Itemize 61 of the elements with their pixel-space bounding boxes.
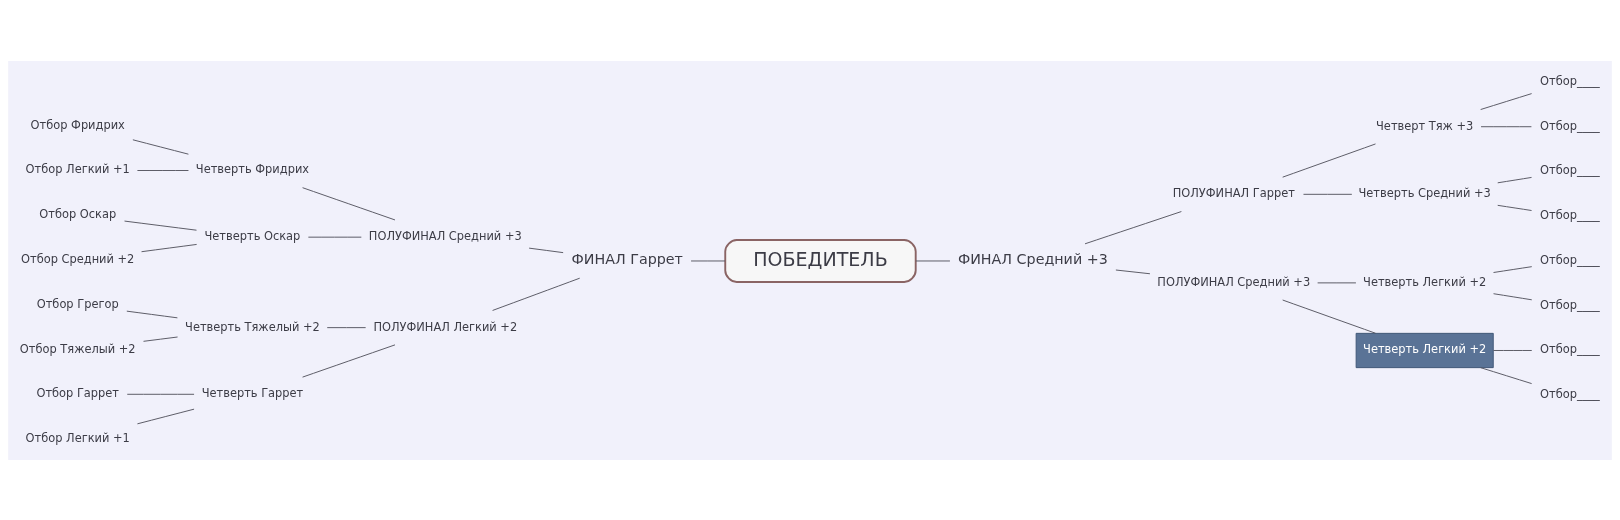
node-box: Четверть Легкий +2: [1355, 332, 1494, 368]
node-text: ФИНАЛ Гаррет: [571, 250, 683, 267]
node-text: Отбор____: [1540, 162, 1600, 177]
connector: [1084, 210, 1182, 244]
node-text: Четверть Оскар: [204, 228, 301, 243]
connector: [1282, 299, 1376, 334]
connector: [307, 236, 362, 238]
connector: [302, 343, 396, 378]
connector: [326, 326, 367, 328]
connector: [1480, 125, 1532, 127]
node-text: Отбор____: [1540, 118, 1600, 133]
connector: [528, 247, 564, 253]
connector: [1115, 269, 1151, 274]
node-text: Отбор Гаррет: [36, 385, 119, 400]
node-text: Отбор____: [1540, 207, 1600, 222]
connector: [1497, 176, 1533, 183]
node-text: Отбор Легкий +1: [25, 430, 130, 445]
connector: [492, 277, 581, 311]
connector: [1480, 92, 1533, 110]
connector: [136, 169, 189, 171]
node-text: ПОЛУФИНАЛ Гаррет: [1172, 185, 1295, 200]
node-text: ПОЛУФИНАЛ Средний +3: [1157, 274, 1311, 289]
node-text: Четверть Фридрих: [195, 161, 310, 176]
node-text: Отбор Грегор: [36, 296, 119, 311]
node-text: Четверть Средний +3: [1358, 185, 1491, 200]
connector: [1317, 281, 1357, 283]
connector: [1480, 366, 1533, 384]
connector: [690, 260, 726, 261]
connector: [1497, 204, 1533, 211]
connector: [1303, 193, 1353, 195]
connector: [1493, 265, 1533, 273]
connector: [141, 243, 198, 252]
node-text: Отбор Средний +2: [21, 251, 135, 266]
node-text: Отбор____: [1540, 341, 1600, 356]
connector: [136, 408, 195, 424]
connector: [302, 186, 396, 220]
node-text: Четверть Гаррет: [201, 385, 304, 400]
node-text: Отбор Оскар: [39, 206, 117, 221]
node-text: Отбор____: [1540, 297, 1600, 312]
node-text: ПОЛУФИНАЛ Средний +3: [368, 228, 522, 243]
connector: [126, 310, 178, 318]
node-text: Отбор Легкий +1: [25, 161, 130, 176]
connector: [915, 260, 951, 261]
connector: [1493, 292, 1533, 300]
node-text: ПОЛУФИНАЛ Легкий +2: [373, 319, 518, 334]
node-text: Отбор Фридрих: [30, 117, 125, 132]
connector: [132, 138, 189, 155]
node-text: Четверт Тяж +3: [1376, 118, 1474, 133]
node-text: Отбор____: [1540, 386, 1600, 401]
node-text: Отбор____: [1540, 252, 1600, 267]
node-text: Четверть Тяжелый +2: [185, 319, 320, 334]
node-text: ФИНАЛ Средний +3: [957, 250, 1108, 267]
node-text: Четверть Легкий +2: [1363, 274, 1487, 289]
connector: [1282, 142, 1376, 178]
node-text: Отбор____: [1540, 73, 1600, 88]
node-box: ПОБЕДИТЕЛЬ: [724, 238, 917, 283]
connector: [126, 393, 195, 395]
node-text: Отбор Тяжелый +2: [19, 340, 136, 355]
connector: [124, 220, 197, 231]
connector: [143, 336, 179, 342]
connector: [1493, 349, 1533, 351]
